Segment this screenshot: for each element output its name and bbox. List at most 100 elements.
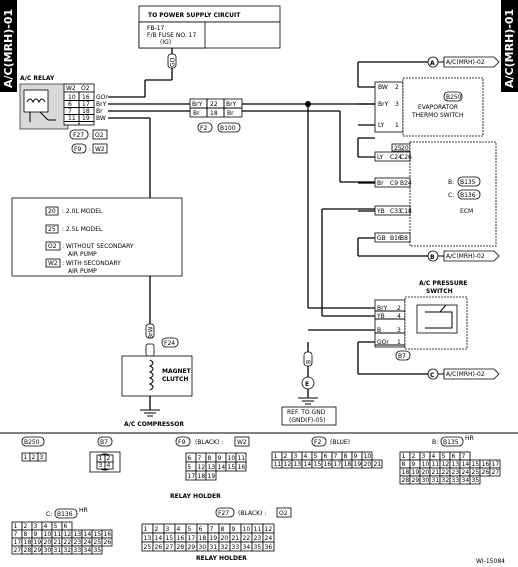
ecm-pin-25: C9 <box>390 180 398 187</box>
press-conn: B7 <box>398 353 406 360</box>
pin-number: 3 <box>422 453 426 460</box>
pin-number: 14 <box>155 535 163 542</box>
svg-text:B135: B135 <box>443 439 459 446</box>
ecm-b: B135 <box>460 179 476 186</box>
svg-text:(BLACK) :: (BLACK) : <box>195 439 223 446</box>
ecm-wire-color: LY <box>377 154 384 161</box>
pin-number: 5 <box>442 453 446 460</box>
svg-text:O2: O2 <box>279 510 288 517</box>
f24-wire: BrW <box>148 326 155 339</box>
press-name-1: A/C PRESSURE <box>419 280 467 287</box>
pin-number: 7 <box>210 526 214 533</box>
pin-number: 36 <box>265 544 273 551</box>
pin-number: 2 <box>32 454 36 461</box>
callout-c: C <box>430 372 435 379</box>
pin-number: 10 <box>44 531 52 538</box>
gnd-ref-1: REF. TO GND <box>287 409 326 416</box>
pin-number: 6 <box>324 453 328 460</box>
ecm-b-prefix: B: <box>448 179 454 186</box>
connector-f2: F2 (BLUE) <box>311 436 350 447</box>
relay-wire-color: Br <box>96 108 103 115</box>
relay-wire-color: BW <box>96 115 106 122</box>
svg-text:HR: HR <box>465 435 474 442</box>
pin-number: 18 <box>402 469 410 476</box>
ref-b: A/C(MRH)-02 <box>446 253 485 260</box>
legend-w2-txt-1: : WITH SECONDARY <box>62 260 121 267</box>
connector-b250: B250 <box>21 436 45 447</box>
pin-number: 35 <box>472 477 480 484</box>
joint-br-left: Br <box>193 110 200 117</box>
pin-number: 20 <box>422 469 430 476</box>
press-wire-color: GOr <box>377 339 389 346</box>
pin-number: 3 <box>166 526 170 533</box>
pin-number: 15 <box>94 531 102 538</box>
relay-holder-f9: RELAY HOLDER <box>170 493 221 500</box>
clutch-name-2: CLUTCH <box>162 376 188 383</box>
svg-text:C:: C: <box>46 511 52 518</box>
pin-number: 7 <box>14 531 18 538</box>
press-wire-pin: 4 <box>397 313 401 320</box>
press-wire-color: BrY <box>377 305 388 312</box>
pin-number: 24 <box>265 535 273 542</box>
pin-number: 12 <box>64 531 72 538</box>
pin-number: 4 <box>177 526 181 533</box>
pin-number: 3 <box>34 523 38 530</box>
relay-pin-b: 19 <box>82 115 90 122</box>
ac-relay-title: A/C RELAY <box>20 75 55 82</box>
pin-number: 22 <box>64 539 72 546</box>
gnd-ref-2: (GND(F)-05) <box>289 417 325 424</box>
evap-wire-pin: 2 <box>395 84 399 91</box>
svg-text:W2: W2 <box>237 439 247 446</box>
pin-number: 17 <box>334 461 342 468</box>
pin-number: 25 <box>94 539 102 546</box>
pin-number: 1 <box>99 455 103 462</box>
relay-pin-a: 11 <box>68 115 76 122</box>
connector-b135: B: B135 HR <box>432 435 474 447</box>
power-supply-box: TO POWER SUPPLY CIRCUIT FB-17 F/B FUSE N… <box>138 5 281 49</box>
pin-number: 17 <box>14 539 22 546</box>
pin-number: 2 <box>284 453 288 460</box>
pin-number: 2 <box>155 526 159 533</box>
pin-number: 1 <box>274 453 278 460</box>
magnet-clutch: MAGNET CLUTCH <box>121 355 193 397</box>
pin-number: 9 <box>218 455 222 462</box>
pin-number: 19 <box>412 469 420 476</box>
svg-text:B136: B136 <box>57 511 73 518</box>
side-tab-right <box>501 0 518 92</box>
svg-text:(BLUE): (BLUE) <box>330 439 350 446</box>
legend-20: 20 <box>48 208 56 215</box>
press-wire-color: B <box>377 327 381 334</box>
pin-number: 11 <box>254 526 262 533</box>
pin-number: 16 <box>177 535 185 542</box>
relay-pin-b: 18 <box>82 108 90 115</box>
pin-number: 15 <box>166 535 174 542</box>
pin-number: 29 <box>412 477 420 484</box>
pin-number: 31 <box>210 544 218 551</box>
ecm-hdr-25: 25 <box>394 145 402 152</box>
relay-pin-a: 10 <box>68 94 76 101</box>
model-legend: 20 : 2.0L MODEL 25 : 2.5L MODEL O2 : WIT… <box>11 197 183 277</box>
svg-text:B250: B250 <box>24 439 40 446</box>
pin-number: 16 <box>238 464 246 471</box>
pin-number: 20 <box>364 461 372 468</box>
legend-25-txt: : 2.5L MODEL <box>62 226 103 233</box>
diagram-id: WI-15084 <box>476 558 505 565</box>
pin-number: 31 <box>54 547 62 554</box>
pin-number: 26 <box>155 544 163 551</box>
pin-number: 32 <box>64 547 72 554</box>
pin-number: 25 <box>144 544 152 551</box>
pin-number: 1 <box>402 453 406 460</box>
ecm-pin-20: C26 <box>400 154 412 161</box>
pin-number: 8 <box>344 453 348 460</box>
pin-number: 9 <box>412 461 416 468</box>
ref-c: A/C(MRH)-02 <box>446 371 485 378</box>
pin-number: 13 <box>144 535 152 542</box>
pin-number: 25 <box>472 469 480 476</box>
svg-text:(BLACK) :: (BLACK) : <box>238 510 266 517</box>
pin-number: 23 <box>254 535 262 542</box>
